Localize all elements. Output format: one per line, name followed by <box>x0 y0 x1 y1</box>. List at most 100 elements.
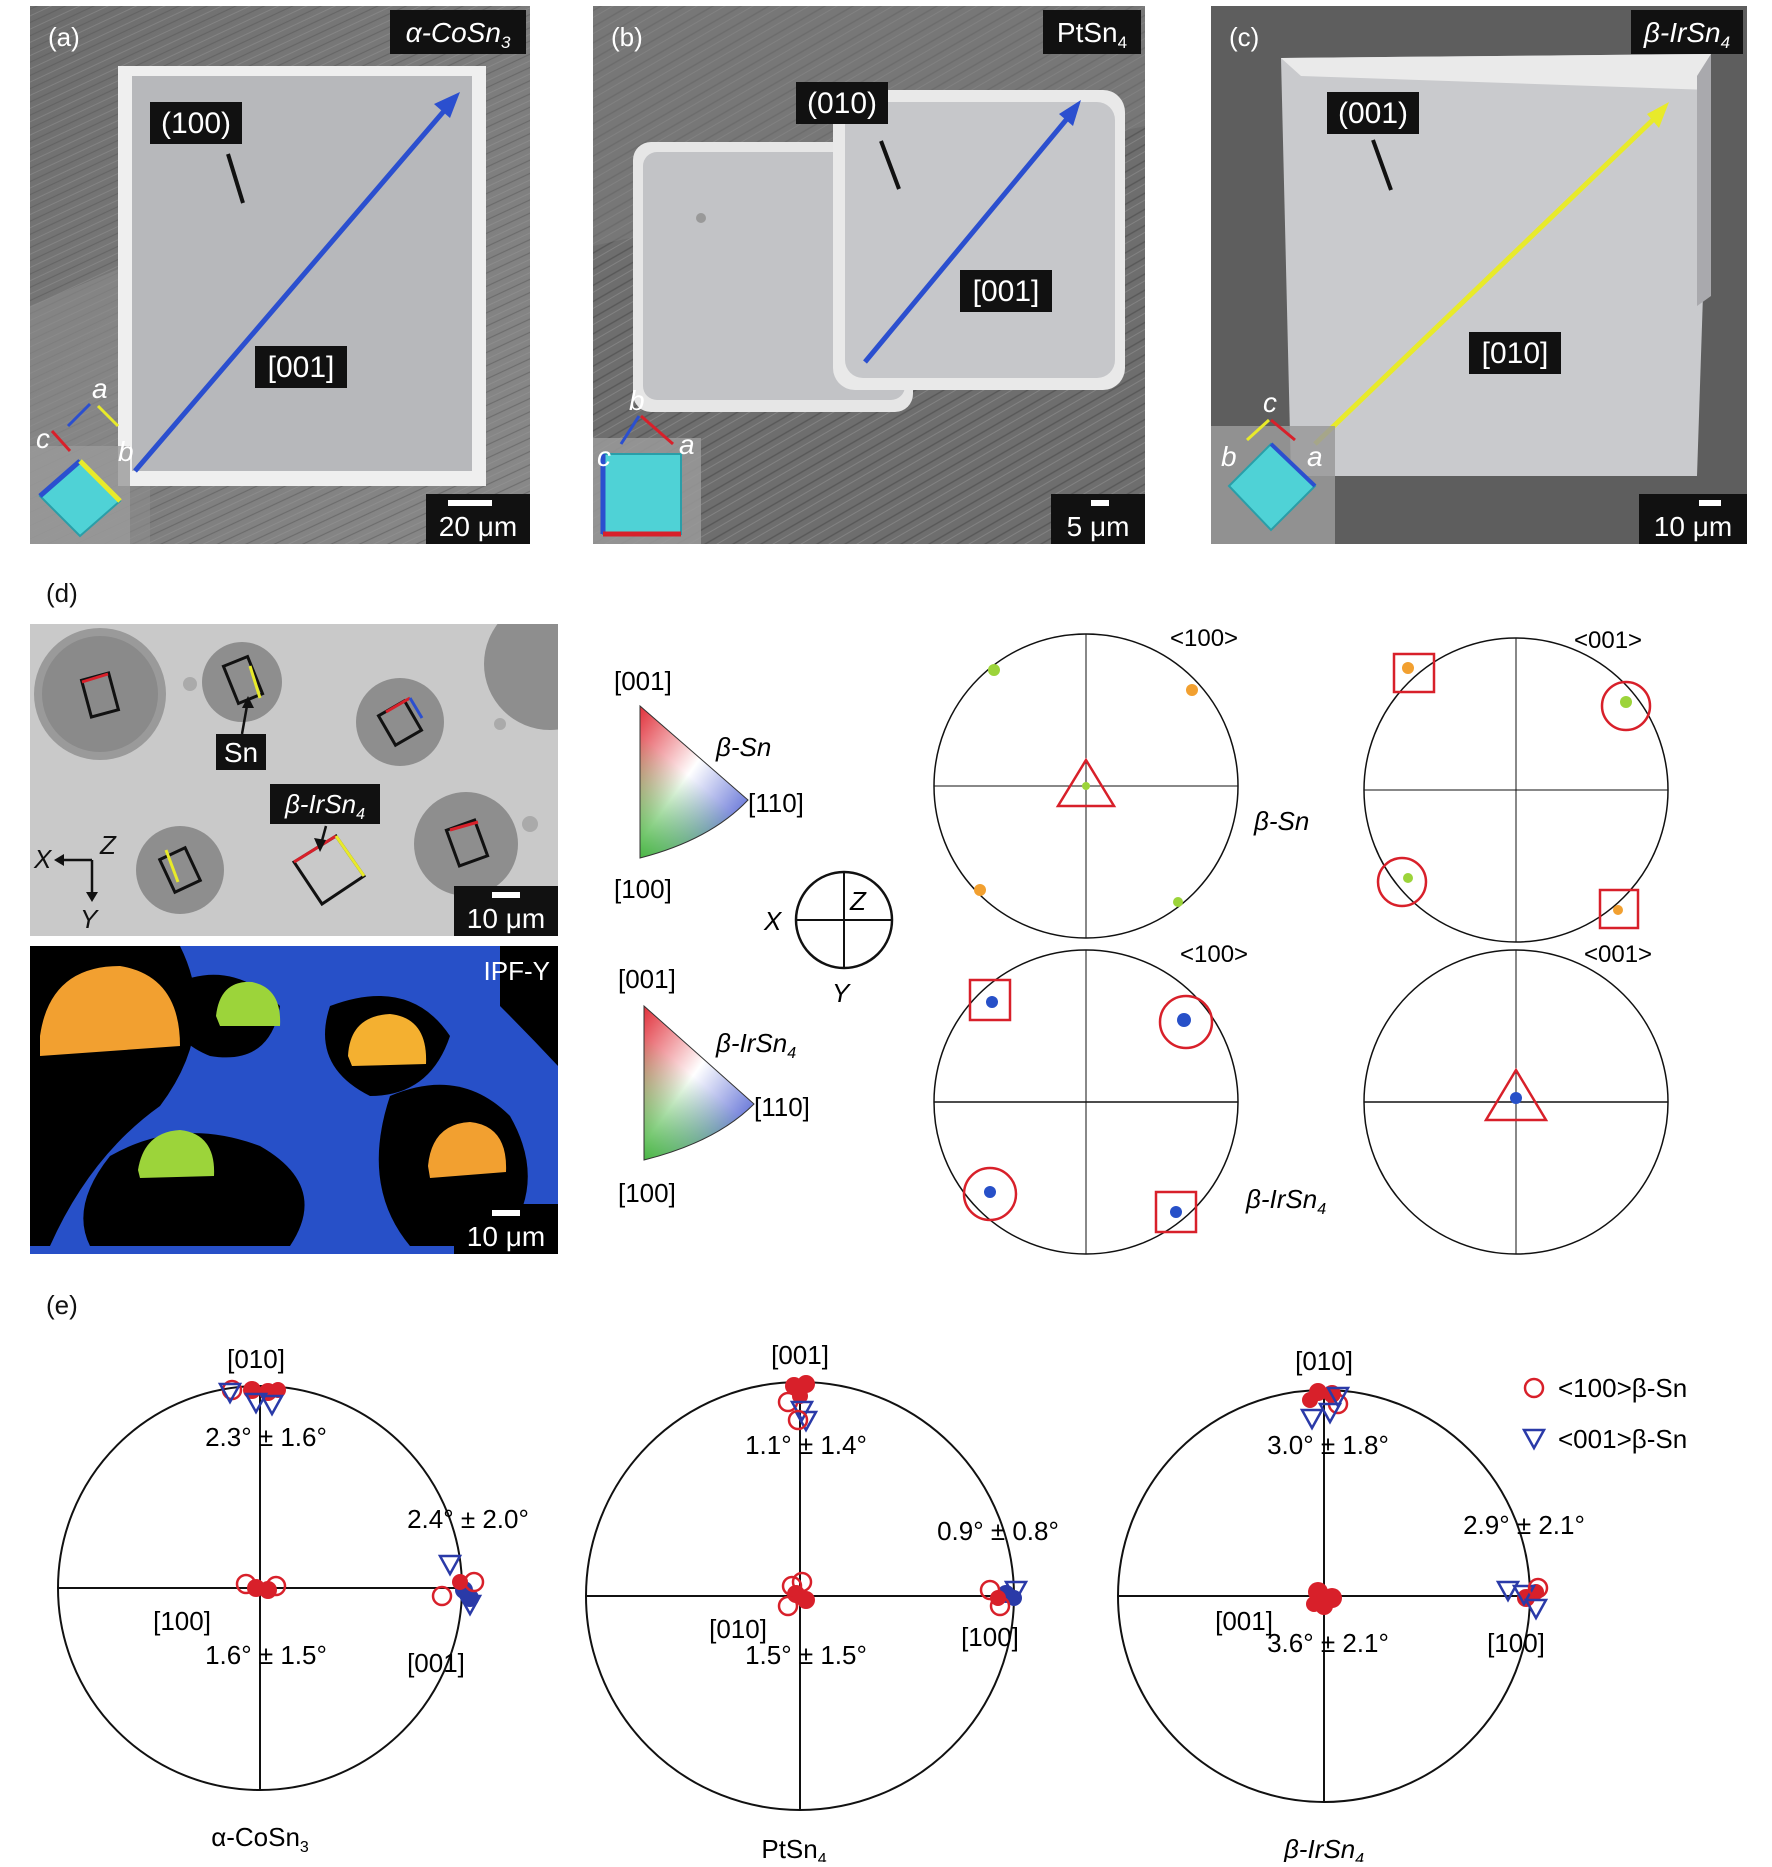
ref-x-label: X <box>763 906 783 936</box>
axis-a-label: a <box>1307 441 1323 472</box>
pf-irsn-001: <001> <box>1363 941 1669 1255</box>
panel-b: (010) [001] PtSn4 (b) b a c 5 μm <box>593 6 1145 544</box>
pole-right-label: [001] <box>407 1648 465 1678</box>
cluster-top <box>218 1379 286 1416</box>
grain-outline-4 <box>157 845 203 895</box>
panel-label: (c) <box>1229 22 1259 52</box>
key-top-bottom: [100] <box>614 874 672 904</box>
panel-c: (001) [010] β-IrSn4 (c) c b a 10 μm <box>1211 6 1747 544</box>
plane-label: (010) <box>807 87 877 120</box>
pole-left-label: [100] <box>153 1606 211 1636</box>
cluster-center <box>1306 1582 1342 1615</box>
pf-label: <100> <box>1170 625 1238 652</box>
cluster-right <box>1496 1577 1549 1620</box>
cluster-center <box>235 1573 287 1599</box>
axis-z-label: Z <box>99 830 117 860</box>
pole-top-label: [010] <box>227 1344 285 1374</box>
ipf-color-keys: [001] β-Sn [110] [100] [001] β-IrSn4 [11… <box>600 660 920 1220</box>
axis-x-label: X <box>33 844 53 874</box>
pole-figure-1: [010] [100] [001] 2.3° ± 1.6° 2.4° ± 2.0… <box>57 1344 529 1856</box>
plane-label: (100) <box>161 107 231 140</box>
panel-label: (b) <box>611 22 643 52</box>
legend-circle-label: <100>β-Sn <box>1558 1373 1687 1403</box>
legend: <100>β-Sn <001>β-Sn <box>1521 1373 1687 1454</box>
key-top-name: β-Sn <box>715 732 771 762</box>
row-label-irsn: β-IrSn4 <box>1245 1184 1326 1218</box>
axis-y-label: Y <box>80 904 99 934</box>
legend-triangle-label: <001>β-Sn <box>1558 1424 1687 1454</box>
panel-label-d: (d) <box>46 578 78 608</box>
panel-a: (100) [001] α-CoSn3 (a) a b c 20 μm <box>30 6 530 544</box>
cluster-right <box>979 1579 1028 1617</box>
pf-sn-100: <100> <box>933 625 1239 939</box>
panel-e: [010] [100] [001] 2.3° ± 1.6° 2.4° ± 2.0… <box>0 1320 1772 1867</box>
scale-bar-label: 20 μm <box>439 511 517 542</box>
pf-label: <001> <box>1584 941 1652 968</box>
direction-label: [010] <box>1482 337 1549 370</box>
sem-image-b: (010) [001] PtSn4 (b) b a c 5 μm <box>593 6 1145 544</box>
direction-label: [001] <box>268 351 335 384</box>
axis-a-label: a <box>92 373 108 404</box>
sem-image-d: Sn β-IrSn4 X Z Y 10 μm <box>30 598 616 936</box>
pole-right-label: [100] <box>1487 1628 1545 1658</box>
irsn-label: β-IrSn4 <box>284 789 365 823</box>
pole-left-label: [010] <box>709 1614 767 1644</box>
scale-bar-label: 10 μm <box>467 1221 545 1252</box>
key-bottom-bottom: [100] <box>618 1178 676 1208</box>
angle-top: 2.3° ± 1.6° <box>205 1422 327 1452</box>
cluster-center <box>777 1571 815 1617</box>
axis-b-label: b <box>1221 441 1237 472</box>
row-label-sn: β-Sn <box>1253 806 1309 836</box>
angle-right: 2.4° ± 2.0° <box>407 1504 529 1534</box>
cluster-top <box>1300 1383 1350 1430</box>
grain-outline-3 <box>376 696 424 748</box>
reference-frame: X Z Y <box>758 860 908 1020</box>
material-tag: α-CoSn3 <box>406 17 511 52</box>
sn-label: Sn <box>224 737 258 768</box>
grain-outline-5 <box>444 818 490 868</box>
panel-label: (a) <box>48 22 80 52</box>
legend-circle-icon <box>1523 1377 1545 1399</box>
grain-outline-1 <box>79 671 121 719</box>
scale-bar-label: 10 μm <box>467 903 545 934</box>
plane-label: (001) <box>1338 97 1408 130</box>
ref-y-label: Y <box>832 978 851 1008</box>
pole-right-label: [100] <box>961 1622 1019 1652</box>
angle-center: 1.5° ± 1.5° <box>745 1640 867 1670</box>
grain-outline-2 <box>221 654 265 706</box>
scale-bar-label: 5 μm <box>1067 511 1130 542</box>
sem-image-a: (100) [001] α-CoSn3 (a) a b c 20 μm <box>30 6 530 544</box>
key-bottom-right: [110] <box>754 1092 810 1122</box>
ipf-map: IPF-Y 10 μm <box>30 946 558 1254</box>
key-bottom-apex: [001] <box>618 964 676 994</box>
sem-image-c: (001) [010] β-IrSn4 (c) c b a 10 μm <box>1211 6 1747 544</box>
material-tag: PtSn4 <box>1057 17 1127 52</box>
pole-top-label: [010] <box>1295 1346 1353 1376</box>
pole-figure-2: [001] [010] [100] 1.1° ± 1.4° 0.9° ± 0.8… <box>585 1340 1059 1867</box>
pole-caption: α-CoSn3 <box>211 1822 309 1856</box>
panel-label-e: (e) <box>46 1290 78 1320</box>
axis-c-label: c <box>36 423 50 454</box>
angle-right: 0.9° ± 0.8° <box>937 1516 1059 1546</box>
angle-top: 3.0° ± 1.8° <box>1267 1430 1389 1460</box>
angle-center: 1.6° ± 1.5° <box>205 1640 327 1670</box>
axis-b-label: b <box>629 385 645 416</box>
pole-left-label: [001] <box>1215 1606 1273 1636</box>
axis-b-label: b <box>118 436 134 467</box>
pf-sn-001: <001> <box>1363 627 1669 943</box>
legend-triangle-icon <box>1521 1428 1547 1451</box>
angle-center: 3.6° ± 2.1° <box>1267 1628 1389 1658</box>
direction-label: [001] <box>973 275 1040 308</box>
pole-figure-3: [010] [001] [100] 3.0° ± 1.8° 2.9° ± 2.1… <box>1117 1346 1585 1867</box>
ref-z-label: Z <box>849 886 867 916</box>
material-tag: β-IrSn4 <box>1643 17 1730 52</box>
scale-bar-label: 10 μm <box>1654 511 1732 542</box>
ipf-label: IPF-Y <box>484 956 550 986</box>
cluster-right <box>431 1554 485 1616</box>
pole-caption: PtSn4 <box>761 1834 826 1862</box>
axis-a-label: a <box>679 429 695 460</box>
axis-c-label: c <box>1263 387 1277 418</box>
pf-label: <100> <box>1180 941 1248 968</box>
pole-figures-d: <100> β-Sn <001> <box>920 620 1772 1270</box>
pf-irsn-100: <100> <box>933 941 1248 1255</box>
